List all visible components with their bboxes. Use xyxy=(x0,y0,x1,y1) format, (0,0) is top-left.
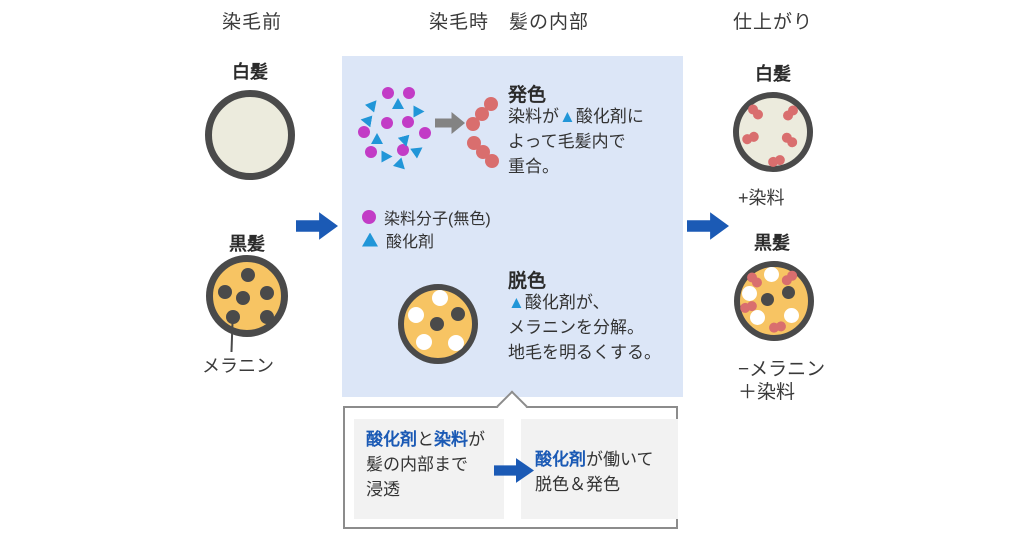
color-development-description: 染料が▲酸化剤に よって毛髪内で 重合。 xyxy=(508,107,644,176)
dye-molecule-dot xyxy=(365,146,377,158)
melanin-dot xyxy=(761,293,774,306)
bleached-spot xyxy=(416,334,432,350)
legend-oxidizer-label: 酸化剤 xyxy=(386,233,435,251)
dye-chain xyxy=(768,320,787,334)
melanin-dot xyxy=(218,285,232,299)
legend-oxidizer-row: 酸化剤 xyxy=(362,228,491,251)
dye-polymer-bead xyxy=(466,117,480,131)
melanin-label: メラニン xyxy=(202,356,274,376)
dye-chain xyxy=(745,102,766,122)
inside-hair-panel xyxy=(342,56,683,397)
reaction-step-panel: 酸化剤が働いて 脱色＆発色 xyxy=(521,419,678,519)
melanin-dot xyxy=(241,268,255,282)
bleaching-title: 脱色 xyxy=(508,271,547,292)
after-white-hair-label: 白髪 xyxy=(755,64,791,84)
color-development-title: 発色 xyxy=(508,85,547,106)
penetration-step-text: 酸化剤と染料が 髪の内部まで 浸透 xyxy=(366,430,485,499)
legend-dye-row: 染料分子(無色) xyxy=(362,205,491,228)
process-callout-box: 酸化剤と染料が 髪の内部まで 浸透 酸化剤が働いて 脱色＆発色 xyxy=(343,390,678,529)
reaction-step-text: 酸化剤が働いて 脱色＆発色 xyxy=(535,450,654,494)
bleached-spot xyxy=(764,267,779,282)
dye-molecule-dot xyxy=(403,87,415,99)
dye-polymer-bead xyxy=(475,107,489,121)
header-during-dyeing: 染毛時 髪の内部 xyxy=(429,12,590,33)
dye-molecule-dot xyxy=(419,127,431,139)
melanin-dot xyxy=(430,317,444,331)
oxidizer-triangle-glyph: ▲ xyxy=(508,293,525,312)
after-black-hair-circle xyxy=(734,261,814,341)
bleaching-description: ▲酸化剤が、 メラニンを分解。 地毛を明るくする。 xyxy=(508,293,661,362)
melanin-dot xyxy=(236,291,250,305)
dye-chain xyxy=(780,103,801,123)
dye-chain xyxy=(779,130,800,150)
melanin-dot xyxy=(782,286,795,299)
dye-chain xyxy=(740,130,761,146)
bleached-spot xyxy=(742,286,757,301)
dye-molecule-dot xyxy=(402,116,414,128)
bleached-spot xyxy=(432,290,448,306)
after-black-hair-label: 黒髪 xyxy=(754,233,790,253)
penetration-step-panel: 酸化剤と染料が 髪の内部まで 浸透 xyxy=(354,419,504,519)
dye-polymer-bead xyxy=(485,154,499,168)
legend-dye-label: 染料分子(無色) xyxy=(384,210,491,228)
bleaching-hair-circle xyxy=(398,284,478,364)
melanin-dot xyxy=(260,286,274,300)
dye-molecule-dot xyxy=(358,126,370,138)
bleached-spot xyxy=(750,310,765,325)
melanin-pointer-line xyxy=(230,321,234,353)
after-white-note: +染料 xyxy=(738,188,785,208)
oxidizer-triangle-icon xyxy=(371,133,383,144)
melanin-dot xyxy=(226,310,240,324)
header-before-dyeing: 染毛前 xyxy=(221,12,282,33)
dye-chain xyxy=(766,153,787,169)
dye-molecule-dot xyxy=(382,87,394,99)
before-black-hair-circle xyxy=(206,255,288,337)
melanin-dot xyxy=(260,310,274,324)
dye-molecule-dot xyxy=(381,117,393,129)
before-white-hair-circle xyxy=(205,90,295,180)
oxidizer-legend-icon xyxy=(362,232,378,247)
flow-arrow-right-icon xyxy=(687,212,729,240)
before-black-hair-label: 黒髪 xyxy=(229,234,265,254)
oxidizer-triangle-icon xyxy=(392,98,404,109)
melanin-dot xyxy=(451,307,465,321)
dye-chain xyxy=(779,268,800,288)
dye-molecule-dot xyxy=(397,144,409,156)
before-white-hair-label: 白髪 xyxy=(232,62,268,82)
bleached-spot xyxy=(448,335,464,351)
bleached-spot xyxy=(784,308,799,323)
oxidizer-triangle-glyph: ▲ xyxy=(559,107,576,126)
flow-arrow-left-icon xyxy=(296,212,338,240)
bleached-spot xyxy=(408,307,424,323)
legend: 染料分子(無色) 酸化剤 xyxy=(362,205,491,251)
after-black-note-melanin: −メラニン xyxy=(738,359,826,380)
after-black-note-dye: ＋染料 xyxy=(738,382,796,403)
after-white-hair-circle xyxy=(733,92,813,172)
dye-molecule-legend-icon xyxy=(362,209,376,224)
dye-polymer-bead xyxy=(484,97,498,111)
header-finish: 仕上がり xyxy=(732,12,813,33)
